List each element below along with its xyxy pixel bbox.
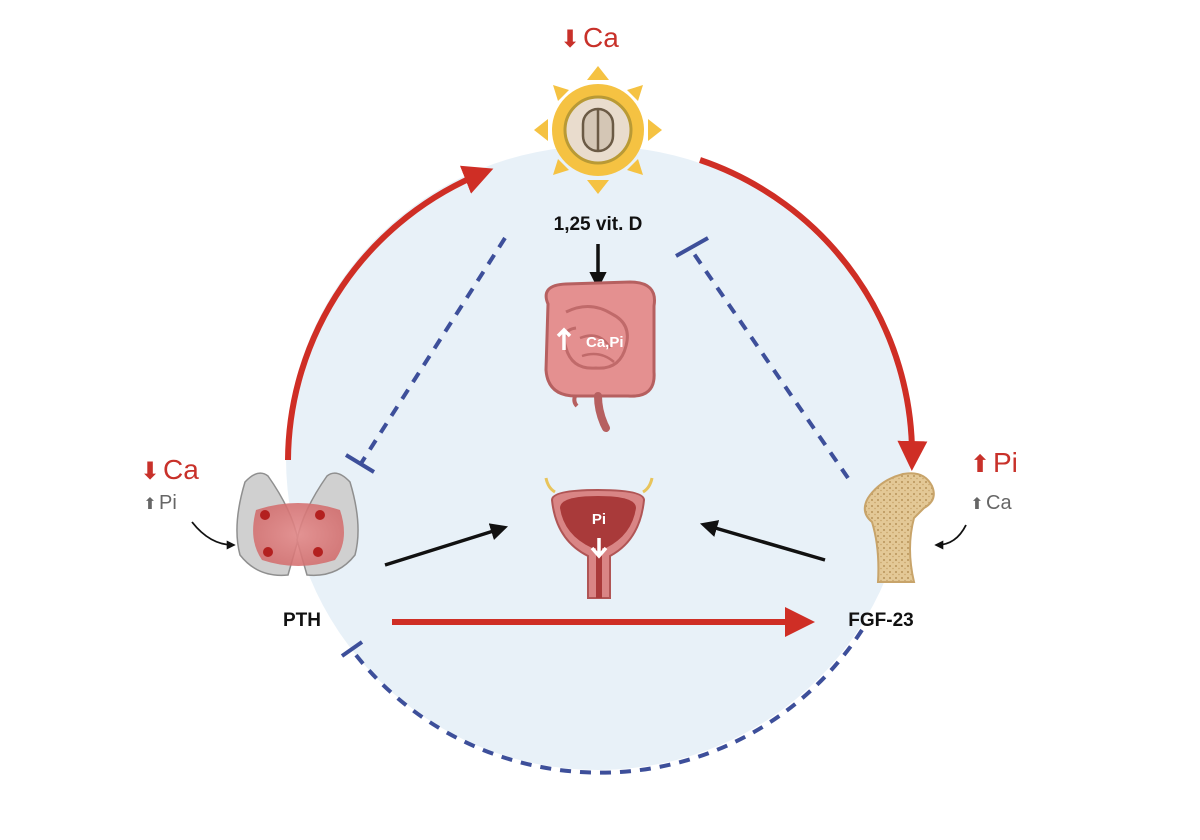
top-stimulus-arrow: ⬇: [560, 26, 580, 53]
vitd-label: 1,25 vit. D: [554, 214, 643, 235]
vitd-inhibits-pth-line: [358, 236, 507, 467]
fgf23-to-kidney-arrow: [699, 520, 826, 562]
pth-primary-stimulus-arrow: ⬇: [140, 458, 160, 485]
pth-label: PTH: [283, 610, 321, 631]
pth-secondary-stimulus-label: Pi: [159, 492, 177, 514]
pth-to-kidney-arrow: [384, 523, 509, 567]
pth-secondary-stimulus-arrow: ⬆: [143, 496, 156, 513]
fgf23-secondary-stimulus-arrow: ⬆: [970, 496, 983, 513]
parathyroid-gland-icon: [236, 472, 359, 577]
fgf23-primary-stimulus-arrow: ⬆: [970, 451, 990, 478]
top-stimulus-label: Ca: [583, 22, 619, 53]
pth-primary-stimulus-label: Ca: [163, 454, 199, 485]
vitd-inhibits-pth-bar: [344, 453, 376, 474]
pth-to-vitd-arrow: [285, 165, 494, 461]
pth-stimulus-arrow: [191, 521, 236, 550]
intestine-absorption-label: Ca,Pi: [586, 334, 624, 351]
fgf23-inhibits-vitd-bar: [675, 236, 709, 258]
fgf23-label: FGF-23: [848, 610, 913, 631]
fgf23-primary-stimulus-label: Pi: [993, 447, 1018, 478]
bone-icon: [863, 472, 935, 583]
fgf23-secondary-stimulus-label: Ca: [986, 492, 1012, 514]
intestine-icon: [544, 280, 656, 432]
regulation-circle: [286, 146, 910, 770]
fgf23-inhibits-pth-arc: [350, 628, 864, 775]
fgf23-stimulus-arrow: [934, 524, 967, 550]
fgf23-inhibits-vitd-line: [688, 246, 850, 480]
sun-vitamin-d-icon: [534, 66, 662, 194]
bladder-icon: [544, 477, 654, 599]
bladder-excretion-label: Pi: [592, 511, 606, 528]
fgf23-inhibits-pth-bar: [340, 640, 364, 658]
vitd-to-fgf23-arrow: [699, 157, 928, 471]
